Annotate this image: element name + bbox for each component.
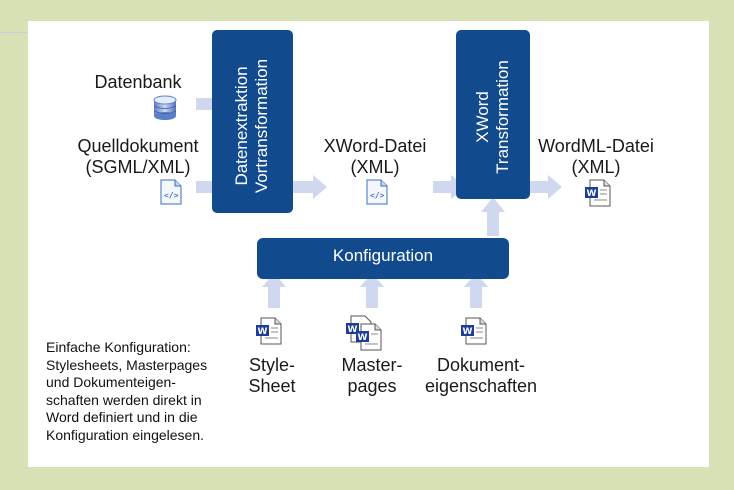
arrow-masterpages-to-config	[360, 273, 384, 308]
properties-line1: Dokument-	[436, 355, 526, 375]
xword-file-line2: (XML)	[350, 157, 400, 177]
configuration-box: Konfiguration	[257, 238, 509, 279]
database-icon	[153, 95, 177, 120]
extraction-box: Datenextraktion Vortransformation	[212, 30, 293, 213]
properties-line2: eigenschaften	[424, 376, 538, 396]
svg-text:W: W	[348, 325, 358, 335]
wordml-file-label: WordML-Datei (XML)	[537, 136, 655, 178]
source-document-label: Quelldokument (SGML/XML)	[68, 136, 208, 178]
masterpages-label: Master- pages	[330, 355, 414, 397]
svg-text:W: W	[587, 189, 597, 199]
wordml-file-line1: WordML-Datei	[538, 136, 654, 156]
configuration-label: Konfiguration	[332, 246, 434, 265]
source-document-line1: Quelldokument	[77, 136, 199, 156]
corner-line	[0, 32, 28, 33]
word-doc-icon: W	[461, 317, 487, 345]
stylesheet-line1: Style-	[248, 355, 295, 375]
xword-file-label: XWord-Datei (XML)	[320, 136, 430, 178]
svg-text:</>: </>	[164, 191, 179, 200]
arrow-transformation-to-wordml	[529, 175, 562, 199]
arrow-stylesheet-to-config	[262, 273, 286, 308]
word-doc-icon: W	[585, 179, 611, 207]
wordml-file-line2: (XML)	[571, 157, 621, 177]
svg-text:W: W	[258, 327, 268, 337]
xword-file-line1: XWord-Datei	[323, 136, 427, 156]
svg-text:</>: </>	[370, 191, 385, 200]
stylesheet-label: Style- Sheet	[232, 355, 312, 397]
arrow-extraction-to-xword	[292, 175, 327, 199]
word-docs-stack-icon: W W	[346, 315, 382, 351]
svg-text:W: W	[358, 333, 368, 343]
xml-file-icon: </>	[366, 179, 388, 205]
xml-file-icon: </>	[160, 179, 182, 205]
source-document-line2: (SGML/XML)	[85, 157, 191, 177]
word-doc-icon: W	[256, 317, 282, 345]
database-label: Datenbank	[94, 72, 182, 92]
properties-label: Dokument- eigenschaften	[416, 355, 546, 397]
configuration-note: Einfache Konfiguration: Stylesheets, Mas…	[46, 339, 208, 443]
svg-text:W: W	[463, 327, 473, 337]
transformation-box: XWord Transformation	[456, 30, 530, 199]
masterpages-line1: Master-	[341, 355, 403, 375]
arrow-properties-to-config	[464, 273, 488, 308]
masterpages-line2: pages	[347, 376, 397, 396]
arrow-config-to-transformation	[481, 197, 505, 236]
stylesheet-line2: Sheet	[248, 376, 296, 396]
